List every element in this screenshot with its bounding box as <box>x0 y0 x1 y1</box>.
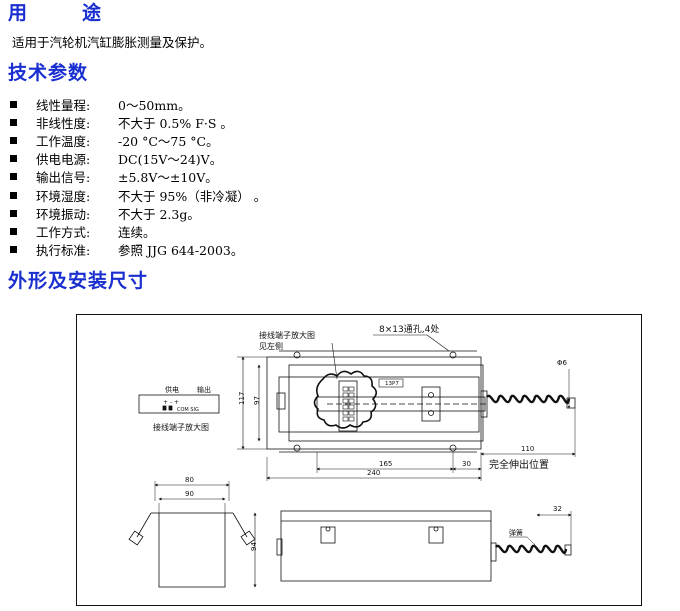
spec-value: -20 °C～75 °C。 <box>118 133 219 149</box>
bullet-square-icon <box>10 155 17 163</box>
dim-110: 110 <box>521 445 534 453</box>
terminal-title-label: 接线端子放大图 <box>259 330 315 340</box>
pins-label: + - + <box>163 399 179 406</box>
output-label: 输出 <box>197 385 211 394</box>
spec-item: 非线性度: 不大于 0.5% F·S 。 <box>10 113 266 131</box>
front-view: 32 弹簧 <box>276 505 572 582</box>
terminal-enlarged: 供电 输出 + - + COM SIG 接线端子放大图 <box>138 385 220 432</box>
top-view: 13P7 <box>266 342 576 453</box>
spec-item: 工作温度: -20 °C～75 °C。 <box>10 131 266 149</box>
spring-label: 弹簧 <box>509 528 523 537</box>
dim-phi6: Φ6 <box>557 359 568 367</box>
spec-value: DC(15V～24)V。 <box>118 152 223 168</box>
hole-note-label: 8×13通孔,4处 <box>379 323 439 335</box>
dim-80: 80 <box>185 476 194 484</box>
spec-label: 执行标准: <box>36 243 91 259</box>
spec-item: 供电电源: DC(15V～24)V。 <box>10 150 266 168</box>
spec-label: 环境振动: <box>36 206 91 222</box>
spec-label: 输出信号: <box>36 170 91 186</box>
bullet-square-icon <box>10 191 17 199</box>
dim-97: 97 <box>253 396 261 405</box>
board-mark: 13P7 <box>385 381 399 387</box>
spec-label: 环境湿度: <box>36 188 91 204</box>
spec-item: 执行标准: 参照 JJG 644-2003。 <box>10 241 266 259</box>
spec-label: 工作温度: <box>36 133 91 149</box>
power-label: 供电 <box>165 385 179 394</box>
bullet-square-icon <box>10 100 17 108</box>
dim-165: 165 <box>379 460 392 468</box>
spec-value: 连续。 <box>118 224 156 240</box>
spec-value: 不大于 0.5% F·S 。 <box>118 115 233 131</box>
bullet-square-icon <box>10 173 17 181</box>
bullet-square-icon <box>10 209 17 217</box>
spec-value: ±5.8V～±10V。 <box>118 170 218 186</box>
spec-item: 工作方式: 连续。 <box>10 222 266 240</box>
usage-text: 适用于汽轮机汽缸膨胀测量及保护。 <box>12 35 213 50</box>
spec-item: 线性量程: 0～50mm。 <box>10 95 266 113</box>
spec-label: 工作方式: <box>36 224 91 240</box>
spec-label: 线性量程: <box>36 97 91 113</box>
dim-94: 94 <box>250 542 258 551</box>
dim-32: 32 <box>553 505 562 513</box>
spec-value: 参照 JJG 644-2003。 <box>118 243 244 259</box>
spec-value: 0～50mm。 <box>118 97 191 113</box>
dim-90: 90 <box>185 490 194 498</box>
spec-value: 不大于 95%（非冷凝） 。 <box>118 188 267 204</box>
dimension-drawing: 13P7 接线端子放大图 见左侧 8×13通孔,4处 117 97 165 30… <box>76 314 642 606</box>
dim-117: 117 <box>238 392 246 405</box>
dimensions-heading: 外形及安装尺寸 <box>8 270 149 292</box>
full-extension-label: 完全伸出位置 <box>489 458 549 471</box>
terminal-caption: 接线端子放大图 <box>153 422 209 432</box>
bullet-square-icon <box>10 118 17 126</box>
spec-value: 不大于 2.3g。 <box>118 206 200 222</box>
bullet-square-icon <box>10 246 17 254</box>
spec-label: 非线性度: <box>36 115 91 131</box>
spec-item: 输出信号: ±5.8V～±10V。 <box>10 168 266 186</box>
usage-heading: 用途 <box>8 2 103 24</box>
spec-item: 环境振动: 不大于 2.3g。 <box>10 204 266 222</box>
spec-item: 环境湿度: 不大于 95%（非冷凝） 。 <box>10 186 266 204</box>
side-view: 80 90 94 <box>128 476 258 588</box>
pin-names-label: COM SIG <box>177 407 199 413</box>
specs-list: 线性量程: 0～50mm。 非线性度: 不大于 0.5% F·S 。 工作温度: -2… <box>10 95 266 259</box>
bullet-square-icon <box>10 227 17 235</box>
bullet-square-icon <box>10 136 17 144</box>
see-left-label: 见左侧 <box>259 341 283 351</box>
specs-heading: 技术参数 <box>8 62 89 84</box>
dim-240: 240 <box>367 469 380 477</box>
spec-label: 供电电源: <box>36 152 91 168</box>
dim-30: 30 <box>462 460 471 468</box>
